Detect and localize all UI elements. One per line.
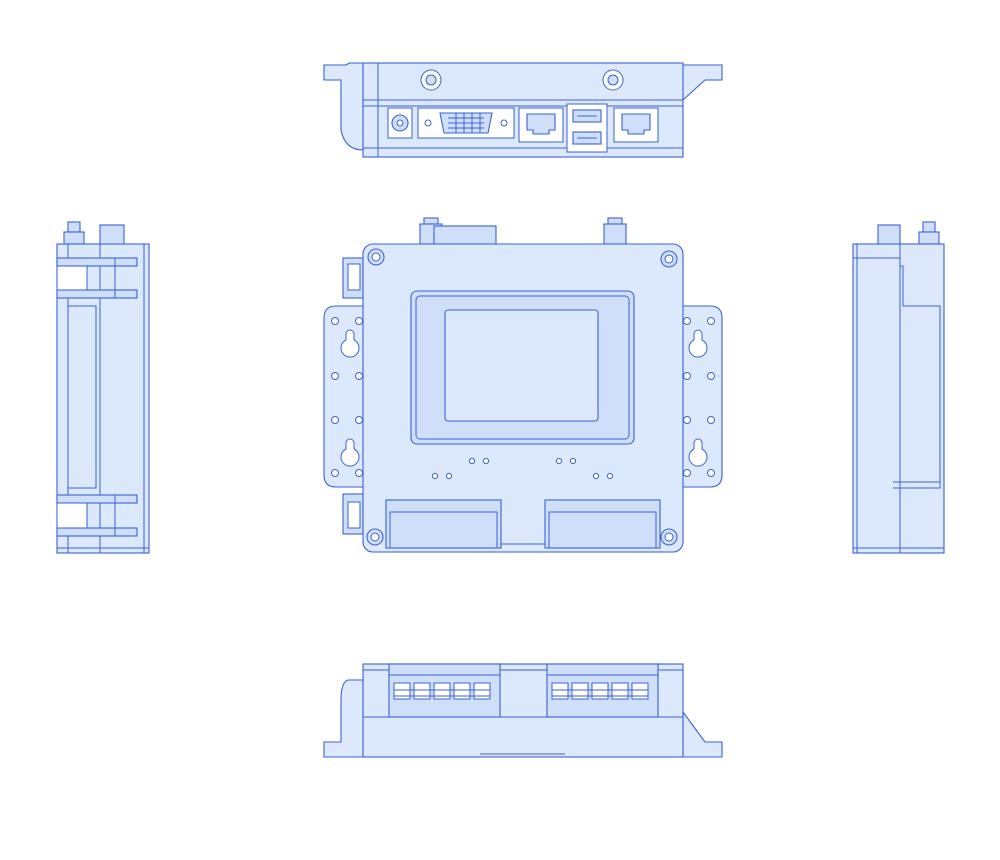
usb-port <box>566 103 608 153</box>
mounting-keyhole <box>688 329 708 358</box>
screw <box>366 528 384 546</box>
dvi-port <box>417 107 515 139</box>
terminal-block <box>388 663 501 718</box>
antenna-connector <box>918 221 940 245</box>
power-jack <box>387 107 413 139</box>
bottom-view <box>323 663 723 758</box>
antenna-connector <box>603 217 627 245</box>
mounting-keyhole <box>340 438 360 467</box>
terminal-block <box>546 663 659 718</box>
top-view <box>323 62 723 158</box>
screw <box>660 250 678 268</box>
dvi-port <box>877 224 901 246</box>
antenna-connector <box>63 221 85 245</box>
status-leds <box>431 457 614 480</box>
mounting-keyhole <box>340 329 360 358</box>
right-view <box>852 221 945 554</box>
screw <box>660 528 678 546</box>
display-screen <box>444 309 599 422</box>
terminal-connector <box>544 499 661 549</box>
terminal-connector <box>385 499 502 549</box>
ethernet-port <box>518 107 564 143</box>
antenna-connector <box>602 69 624 91</box>
screw <box>367 248 385 266</box>
mounting-keyhole <box>688 438 708 467</box>
dvi-port <box>433 225 497 245</box>
antenna-connector <box>420 69 442 91</box>
left-view <box>56 221 150 554</box>
dvi-port <box>99 224 125 246</box>
ethernet-port <box>613 107 659 143</box>
front-view <box>323 217 723 553</box>
